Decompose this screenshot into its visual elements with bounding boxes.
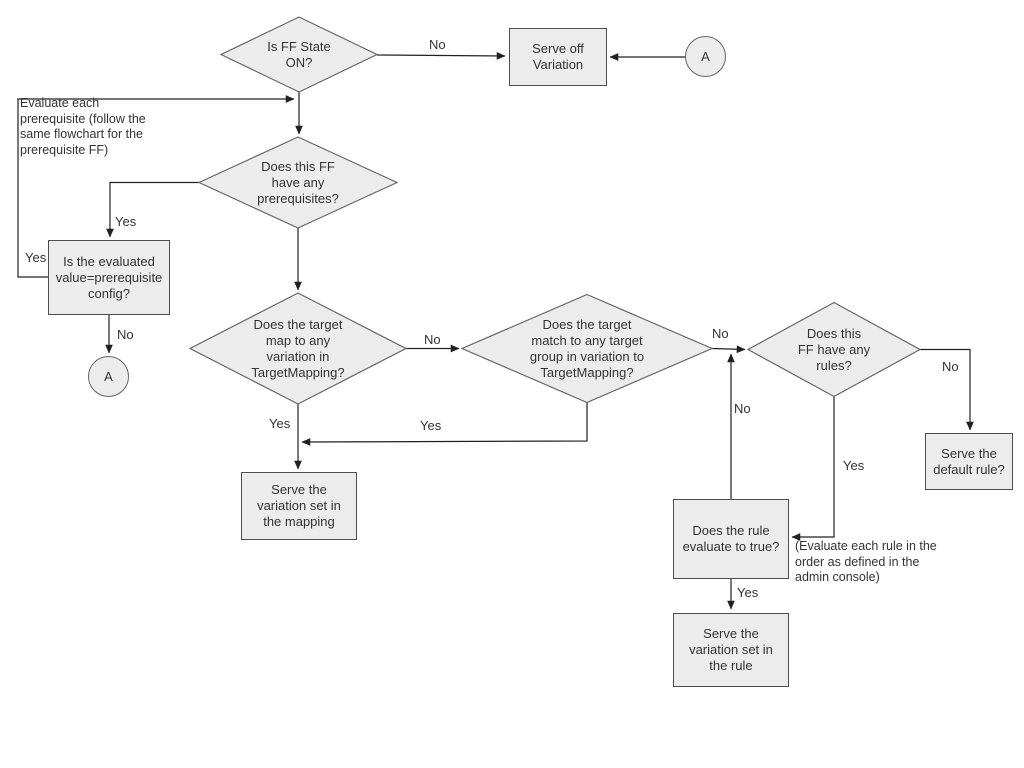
- edge-label-no-rule-loop: No: [734, 401, 751, 416]
- edge-evaluated-config-loop-back: [17, 95, 295, 278]
- edge-label-yes-target-map: Yes: [269, 416, 291, 431]
- edge-ff-state-no-serve-off: [376, 52, 506, 60]
- edge-rules-no-serve-default: [920, 348, 974, 431]
- edge-label-yes-rule-true: Yes: [737, 585, 759, 600]
- ff-state-label: Is FF State ON?: [267, 38, 331, 70]
- serve-off-variation-box: Serve off Variation: [509, 28, 607, 86]
- evaluated-config-box: Is the evaluated value=prerequisite conf…: [48, 240, 170, 315]
- evaluated-config-label: Is the evaluated value=prerequisite conf…: [55, 253, 163, 301]
- ff-state-diamond: [219, 16, 379, 93]
- target-map-label: Does the target map to any variation in …: [251, 316, 345, 380]
- edge-label-yes-target-match: Yes: [420, 418, 442, 433]
- edge-label-no-target-match: No: [712, 326, 729, 341]
- edge-label-no-target-map: No: [424, 332, 441, 347]
- target-map-diamond: [188, 292, 408, 405]
- serve-default-rule-box: Serve the default rule?: [925, 433, 1013, 490]
- prereqs-diamond: [197, 136, 399, 229]
- edge-rules-yes-rule-evaluate: [791, 396, 835, 541]
- rules-label: Does this FF have any rules?: [797, 325, 871, 373]
- prereqs-label: Does this FF have any prerequisites?: [257, 158, 339, 206]
- target-match-diamond: [460, 293, 714, 404]
- note-evaluate-prerequisite: Evaluate each prerequisite (follow the s…: [20, 96, 146, 157]
- edge-target-match-no-rules: [711, 345, 746, 354]
- rule-evaluate-label: Does the rule evaluate to true?: [682, 523, 780, 554]
- serve-rule-label: Serve the variation set in the rule: [689, 626, 773, 673]
- edge-label-no-ff-state: No: [429, 37, 446, 52]
- serve-rule-box: Serve the variation set in the rule: [673, 613, 789, 687]
- edge-label-yes-prereqs: Yes: [115, 214, 137, 229]
- edge-label-no-rules: No: [942, 359, 959, 374]
- edge-label-no-evaluated: No: [117, 327, 134, 342]
- rule-evaluate-box: Does the rule evaluate to true?: [673, 499, 789, 579]
- connector-a-left: A: [88, 356, 129, 397]
- edge-target-match-yes-join: [301, 402, 588, 446]
- serve-default-rule-label: Serve the default rule?: [933, 445, 1005, 477]
- connector-a-left-label: A: [104, 368, 113, 384]
- serve-mapping-box: Serve the variation set in the mapping: [241, 472, 357, 540]
- connector-a-top: A: [685, 36, 726, 77]
- edge-label-yes-rules: Yes: [843, 458, 865, 473]
- serve-mapping-label: Serve the variation set in the mapping: [257, 482, 341, 529]
- edge-label-yes-loop: Yes: [25, 250, 47, 265]
- rules-diamond: [746, 301, 922, 398]
- target-match-label: Does the target match to any target grou…: [529, 316, 645, 380]
- connector-a-top-label: A: [701, 48, 710, 64]
- edge-prereqs-yes-evaluated-config: [106, 181, 199, 238]
- note-evaluate-rules: (Evaluate each rule in the order as defi…: [795, 539, 937, 584]
- serve-off-variation-label: Serve off Variation: [532, 41, 584, 72]
